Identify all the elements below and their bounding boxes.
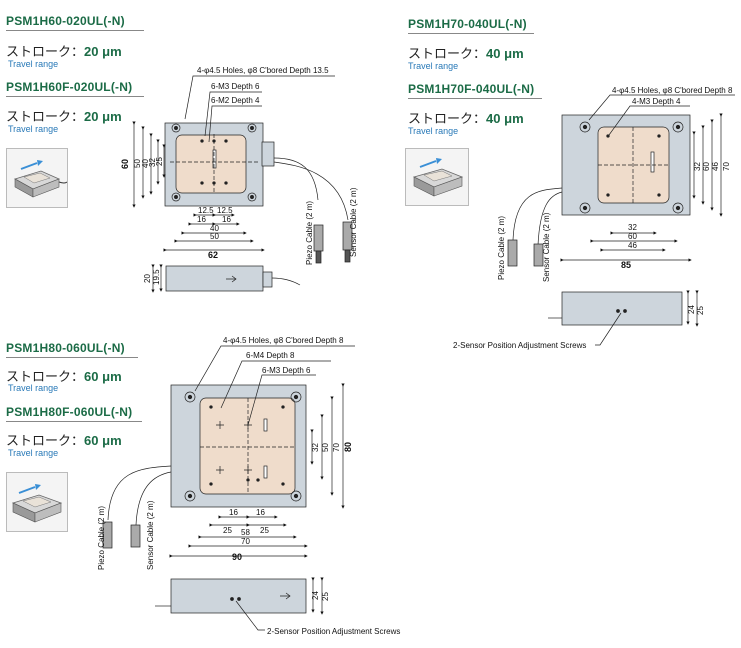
tap1-label: 6-M3 Depth 6 <box>211 82 260 91</box>
tap2-label: 6-M2 Depth 4 <box>211 96 260 105</box>
dim-85: 85 <box>621 260 631 270</box>
drawing-h60-labels: 4-φ4.5 Holes, φ8 C'bored Depth 13.5 6-M3… <box>120 66 358 285</box>
model-title-h80: PSM1H80-060UL(-N) <box>6 341 125 355</box>
dim-32: 32 <box>311 443 320 452</box>
dim-12-5b: 12.5 <box>217 206 233 215</box>
dim-58: 58 <box>241 528 250 537</box>
dim-12-5a: 12.5 <box>198 206 214 215</box>
dim-90: 90 <box>232 552 242 562</box>
travel-range-label: Travel range <box>408 126 459 136</box>
title-underline <box>408 98 542 99</box>
dim-32: 32 <box>148 158 157 167</box>
dim-46: 46 <box>711 162 720 171</box>
dim-25: 25 <box>321 592 330 601</box>
drawing-h80 <box>102 345 355 631</box>
piezo-cable-label: Piezo Cable (2 m) <box>497 216 506 280</box>
title-underline <box>6 96 144 97</box>
model-title-h70: PSM1H70-040UL(-N) <box>408 17 527 31</box>
dim-60: 60 <box>702 162 711 171</box>
sensor-cable-label: Sensor Cable (2 m) <box>146 500 155 570</box>
dim-16a: 16 <box>229 508 238 517</box>
screws-label: 2-Sensor Position Adjustment Screws <box>267 627 400 636</box>
travel-range-label: Travel range <box>8 383 59 393</box>
dim-40b: 40 <box>210 224 219 233</box>
dim-20: 20 <box>143 274 152 283</box>
dim-16a: 16 <box>197 215 206 224</box>
travel-range-label: Travel range <box>8 59 59 69</box>
travel-range-label: Travel range <box>8 124 59 134</box>
drawing-h70-labels: 4-φ4.5 Holes, φ8 C'bored Depth 8 4-M3 De… <box>453 86 733 350</box>
dim-25: 25 <box>696 306 705 315</box>
dim-25b: 25 <box>260 526 269 535</box>
drawing-h80-labels: 4-φ4.5 Holes, φ8 C'bored Depth 8 6-M4 De… <box>97 336 400 636</box>
tap1-label: 4-M3 Depth 4 <box>632 97 681 106</box>
sensor-cable-label: Sensor Cable (2 m) <box>542 212 551 282</box>
dim-32: 32 <box>693 162 702 171</box>
title-underline <box>6 421 142 422</box>
dim-70: 70 <box>332 443 341 452</box>
piezo-cable-label: Piezo Cable (2 m) <box>97 506 106 570</box>
model-title-h60: PSM1H60-020UL(-N) <box>6 14 125 28</box>
dim-46b: 46 <box>628 241 637 250</box>
product-photo-h70 <box>405 148 469 206</box>
dim-50: 50 <box>133 159 142 168</box>
stroke-row: ストローク：40 μm <box>408 111 524 126</box>
dim-24: 24 <box>311 591 320 600</box>
dim-24: 24 <box>687 305 696 314</box>
dim-19-5: 19.5 <box>152 269 161 285</box>
stroke-row: ストローク：20 μm <box>6 44 122 59</box>
dim-40: 40 <box>141 159 150 168</box>
tap1-label: 6-M4 Depth 8 <box>246 351 295 360</box>
dim-32b: 32 <box>628 223 637 232</box>
product-photo-h80 <box>6 472 68 532</box>
dim-60: 60 <box>120 159 130 169</box>
dim-25a: 25 <box>223 526 232 535</box>
holes-label: 4-φ4.5 Holes, φ8 C'bored Depth 8 <box>612 86 733 95</box>
piezo-cable-label: Piezo Cable (2 m) <box>305 201 314 265</box>
dim-25: 25 <box>155 157 164 166</box>
dim-50: 50 <box>321 443 330 452</box>
stroke-row: ストローク：20 μm <box>6 109 122 124</box>
holes-label: 4-φ4.5 Holes, φ8 C'bored Depth 8 <box>223 336 344 345</box>
dim-80: 80 <box>343 442 353 452</box>
title-underline <box>6 30 144 31</box>
title-underline <box>408 33 534 34</box>
holes-label: 4-φ4.5 Holes, φ8 C'bored Depth 13.5 <box>197 66 329 75</box>
dim-16b: 16 <box>222 215 231 224</box>
model-title-h70f: PSM1H70F-040UL(-N) <box>408 82 535 96</box>
sensor-cable-label: Sensor Cable (2 m) <box>349 187 358 257</box>
product-photo-h60 <box>6 148 68 208</box>
travel-range-label: Travel range <box>8 448 59 458</box>
screws-label: 2-Sensor Position Adjustment Screws <box>453 341 586 350</box>
stroke-row: ストローク：40 μm <box>408 46 524 61</box>
dim-70b: 70 <box>241 537 250 546</box>
dim-16b: 16 <box>256 508 265 517</box>
dim-62: 62 <box>208 250 218 260</box>
dim-50b: 50 <box>210 232 219 241</box>
title-underline <box>6 357 138 358</box>
tap2-label: 6-M3 Depth 6 <box>262 366 311 375</box>
stroke-row: ストローク：60 μm <box>6 369 122 384</box>
stroke-row: ストローク：60 μm <box>6 433 122 448</box>
model-title-h60f: PSM1H60F-020UL(-N) <box>6 80 133 94</box>
drawing-h70 <box>507 94 735 346</box>
dim-70: 70 <box>722 162 731 171</box>
model-title-h80f: PSM1H80F-060UL(-N) <box>6 405 133 419</box>
dim-60b: 60 <box>628 232 637 241</box>
top-stage <box>175 134 247 194</box>
travel-range-label: Travel range <box>408 61 459 71</box>
drawing-h60 <box>132 75 353 293</box>
